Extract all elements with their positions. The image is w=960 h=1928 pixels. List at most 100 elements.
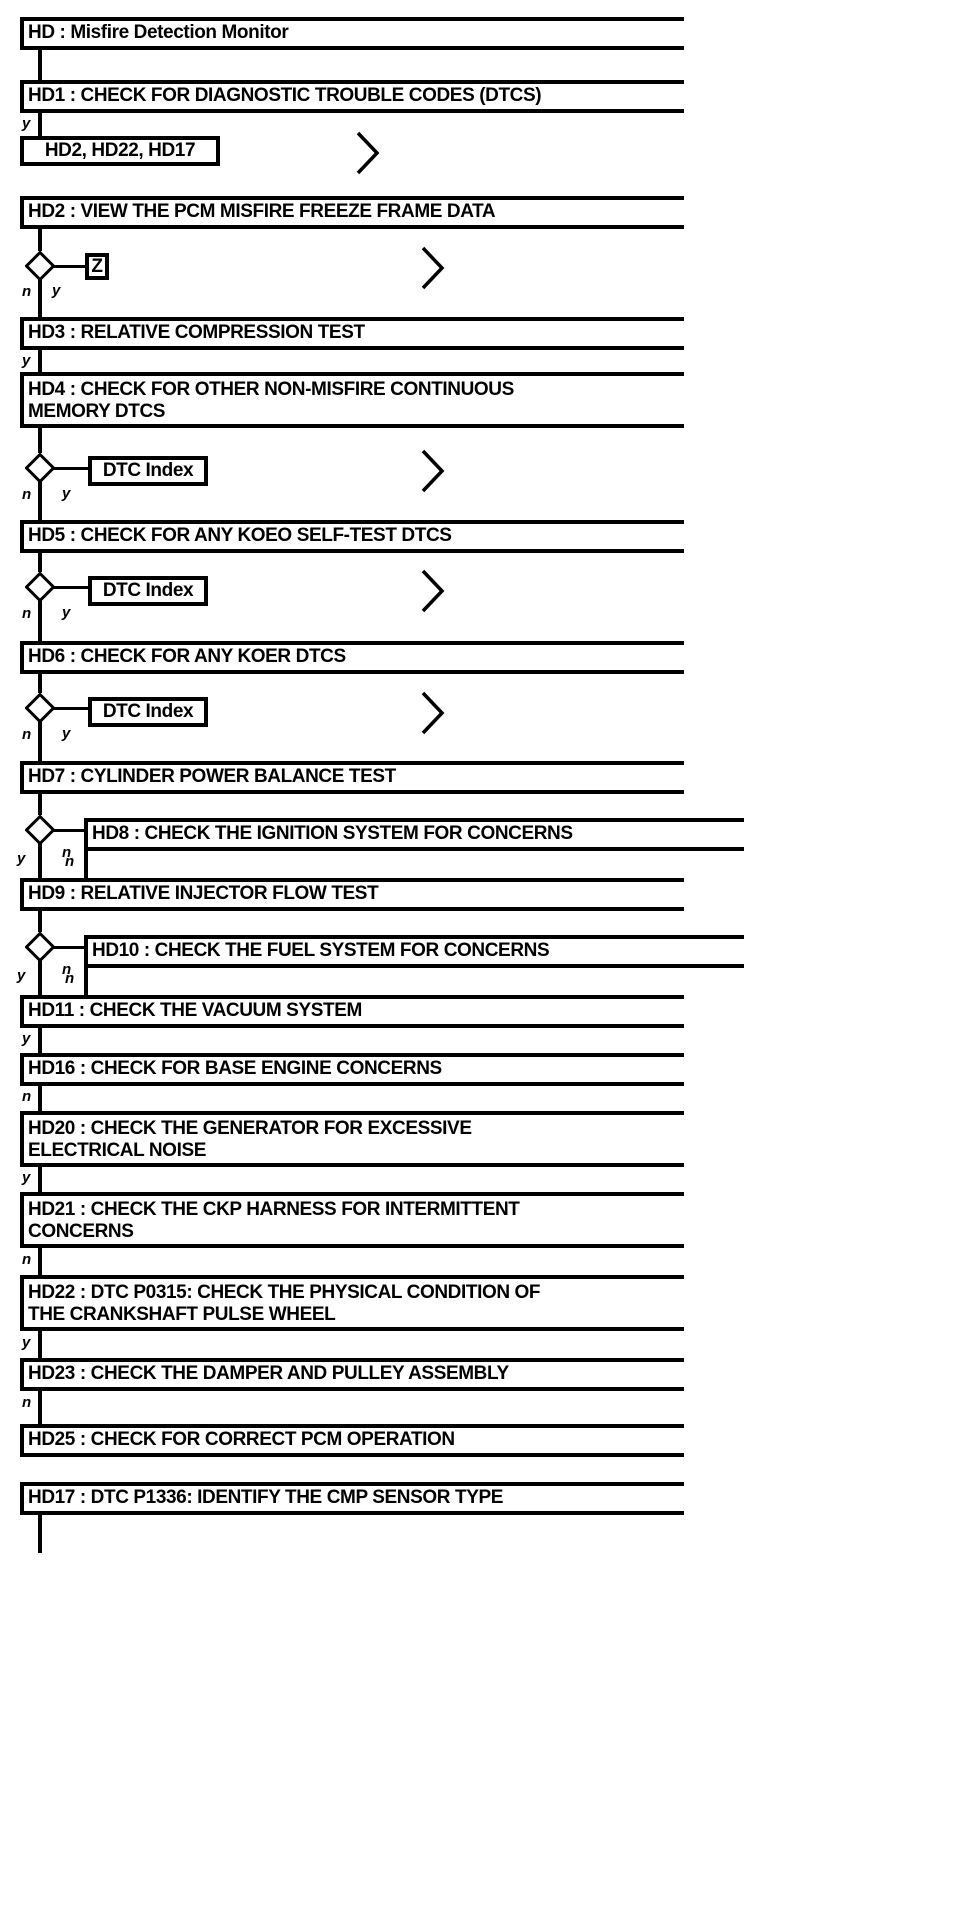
branch-label-hd5-no: n — [22, 605, 32, 622]
step-hd1-label: HD1 : CHECK FOR DIAGNOSTIC TROUBLE CODES… — [28, 85, 542, 107]
step-hd6-label: HD6 : CHECK FOR ANY KOER DTCS — [28, 646, 346, 668]
step-hd9[interactable]: HD9 : RELATIVE INJECTOR FLOW TEST — [20, 878, 684, 911]
branch-label-hd23-no: n — [22, 1394, 32, 1411]
step-hd16[interactable]: HD16 : CHECK FOR BASE ENGINE CONCERNS — [20, 1053, 684, 1086]
step-hd17-label: HD17 : DTC P1336: IDENTIFY THE CMP SENSO… — [28, 1487, 504, 1509]
connector-hd11-to-hd16 — [38, 1028, 42, 1053]
continuation-chevron-icon — [356, 131, 380, 175]
connector-hd5-decision-to-hd6 — [38, 599, 42, 642]
reference-z-label: Z — [91, 255, 103, 277]
step-hd17[interactable]: HD17 : DTC P1336: IDENTIFY THE CMP SENSO… — [20, 1482, 684, 1515]
step-hd7-label: HD7 : CYLINDER POWER BALANCE TEST — [28, 766, 396, 788]
step-hd3[interactable]: HD3 : RELATIVE COMPRESSION TEST — [20, 317, 684, 350]
reference-dtc-index-3[interactable]: DTC Index — [88, 697, 208, 727]
reference-hd2-hd22-hd17[interactable]: HD2, HD22, HD17 — [20, 136, 220, 166]
step-hd10-label: HD10 : CHECK THE FUEL SYSTEM FOR CONCERN… — [92, 940, 550, 962]
step-hd11-label: HD11 : CHECK THE VACUUM SYSTEM — [28, 1000, 362, 1022]
reference-z[interactable]: Z — [85, 253, 109, 280]
step-hd7[interactable]: HD7 : CYLINDER POWER BALANCE TEST — [20, 761, 684, 794]
step-hd25-label: HD25 : CHECK FOR CORRECT PCM OPERATION — [28, 1429, 455, 1451]
step-hd5[interactable]: HD5 : CHECK FOR ANY KOEO SELF-TEST DTCS — [20, 520, 684, 553]
step-hd4-label: HD4 : CHECK FOR OTHER NON-MISFIRE CONTIN… — [28, 379, 514, 423]
connector-hd1-to-ref1 — [38, 113, 42, 138]
step-hd4[interactable]: HD4 : CHECK FOR OTHER NON-MISFIRE CONTIN… — [20, 372, 684, 428]
reference-dtc-index-3-label: DTC Index — [102, 701, 194, 722]
diamond-shape-icon — [25, 815, 55, 845]
reference-dtc-index-1[interactable]: DTC Index — [88, 456, 208, 486]
decision-diamond-hd5[interactable] — [25, 572, 55, 602]
branch-label-hd4-yes: y — [62, 485, 71, 502]
step-hd2[interactable]: HD2 : VIEW THE PCM MISFIRE FREEZE FRAME … — [20, 196, 684, 229]
step-hd1[interactable]: HD1 : CHECK FOR DIAGNOSTIC TROUBLE CODES… — [20, 80, 684, 113]
decision-diamond-hd7[interactable] — [25, 815, 55, 845]
branch-label-hd2-yes: y — [52, 282, 61, 299]
connector-hd9-to-decision — [38, 911, 42, 933]
diamond-shape-icon — [25, 693, 55, 723]
step-hd11[interactable]: HD11 : CHECK THE VACUUM SYSTEM — [20, 995, 684, 1028]
reference-dtc-index-1-label: DTC Index — [102, 460, 194, 481]
step-hd6[interactable]: HD6 : CHECK FOR ANY KOER DTCS — [20, 641, 684, 674]
branch-label-hd1-yes: y — [22, 115, 31, 132]
connector-hd22-to-hd23 — [38, 1331, 42, 1359]
step-hd20[interactable]: HD20 : CHECK THE GENERATOR FOR EXCESSIVE… — [20, 1111, 684, 1167]
connector-hd20-to-hd21 — [38, 1167, 42, 1192]
connector-hd10-to-hd11 — [84, 968, 88, 997]
connector-hd6-to-decision — [38, 674, 42, 694]
diamond-shape-icon — [25, 572, 55, 602]
diamond-shape-icon — [25, 251, 55, 281]
step-hd9-label: HD9 : RELATIVE INJECTOR FLOW TEST — [28, 883, 379, 905]
step-hd22-label: HD22 : DTC P0315: CHECK THE PHYSICAL CON… — [28, 1282, 541, 1326]
connector-hd3-to-hd4 — [38, 350, 42, 374]
branch-label-hd22-yes: y — [22, 1334, 31, 1351]
connector-hd9-decision-to-hd11 — [38, 959, 42, 997]
branch-label-hd16-no: n — [22, 1088, 32, 1105]
connector-hd7-to-decision — [38, 794, 42, 816]
branch-label-hd6-no: n — [22, 726, 32, 743]
decision-diamond-hd2[interactable] — [25, 251, 55, 281]
connector-hd9-decision-to-hd10 — [53, 946, 87, 949]
step-hd23[interactable]: HD23 : CHECK THE DAMPER AND PULLEY ASSEM… — [20, 1358, 684, 1391]
step-hd8[interactable]: HD8 : CHECK THE IGNITION SYSTEM FOR CONC… — [84, 818, 744, 851]
branch-label-hd10-no: n — [65, 970, 75, 987]
step-hd25[interactable]: HD25 : CHECK FOR CORRECT PCM OPERATION — [20, 1424, 684, 1457]
branch-label-hd11-yes: y — [22, 1030, 31, 1047]
branch-label-hd20-yes: y — [22, 1169, 31, 1186]
branch-label-hd21-no: n — [22, 1251, 32, 1268]
continuation-chevron-icon — [421, 246, 445, 290]
decision-diamond-hd4[interactable] — [25, 453, 55, 483]
step-hd22[interactable]: HD22 : DTC P0315: CHECK THE PHYSICAL CON… — [20, 1275, 684, 1331]
step-hd10[interactable]: HD10 : CHECK THE FUEL SYSTEM FOR CONCERN… — [84, 935, 744, 968]
branch-label-hd7-no: n — [62, 844, 72, 861]
step-hd21[interactable]: HD21 : CHECK THE CKP HARNESS FOR INTERMI… — [20, 1192, 684, 1248]
step-hd[interactable]: HD : Misfire Detection Monitor — [20, 17, 684, 50]
reference-dtc-index-2-label: DTC Index — [102, 580, 194, 601]
step-hd2-label: HD2 : VIEW THE PCM MISFIRE FREEZE FRAME … — [28, 201, 496, 223]
connector-hd6-decision-to-dtcindex — [53, 707, 91, 710]
reference-dtc-index-2[interactable]: DTC Index — [88, 576, 208, 606]
branch-label-hd2-no: n — [22, 283, 32, 300]
connector-hd17-trailing — [38, 1515, 42, 1553]
continuation-chevron-icon — [421, 449, 445, 493]
step-hd20-label: HD20 : CHECK THE GENERATOR FOR EXCESSIVE… — [28, 1118, 472, 1162]
branch-label-hd6-yes: y — [62, 725, 71, 742]
decision-diamond-hd9[interactable] — [25, 932, 55, 962]
connector-hd2-to-decision — [38, 229, 42, 252]
branch-label-hd8-no: n — [65, 853, 75, 870]
step-hd16-label: HD16 : CHECK FOR BASE ENGINE CONCERNS — [28, 1058, 442, 1080]
connector-hd6-decision-to-hd7 — [38, 720, 42, 762]
connector-hd5-decision-to-dtcindex — [53, 586, 91, 589]
connector-hd5-to-decision — [38, 553, 42, 573]
branch-label-hd5-yes: y — [62, 604, 71, 621]
reference-hd2-hd22-hd17-label: HD2, HD22, HD17 — [44, 140, 196, 161]
connector-hd-to-hd1 — [38, 50, 42, 82]
continuation-chevron-icon — [421, 569, 445, 613]
connector-hd21-to-hd22 — [38, 1248, 42, 1275]
branch-label-hd9-no: n — [62, 961, 72, 978]
connector-hd2-decision-to-hd3 — [38, 278, 42, 318]
step-hd21-label: HD21 : CHECK THE CKP HARNESS FOR INTERMI… — [28, 1199, 520, 1243]
step-hd3-label: HD3 : RELATIVE COMPRESSION TEST — [28, 322, 365, 344]
decision-diamond-hd6[interactable] — [25, 693, 55, 723]
connector-hd7-decision-to-hd9 — [38, 842, 42, 880]
step-hd8-label: HD8 : CHECK THE IGNITION SYSTEM FOR CONC… — [92, 823, 573, 845]
